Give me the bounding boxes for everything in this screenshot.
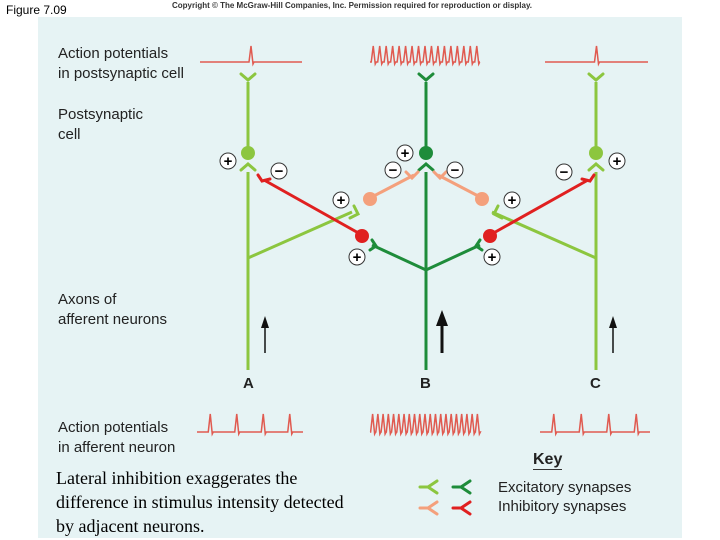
caption-text: Lateral inhibition exaggerates the diffe… — [56, 468, 344, 536]
plus-sign-b-left: + — [348, 248, 366, 266]
trace-postsynaptic-a — [200, 45, 302, 67]
synapse-top-c — [587, 72, 605, 82]
neuron-label-b: B — [420, 375, 431, 392]
svg-text:−: − — [389, 162, 398, 179]
svg-text:+: + — [401, 145, 410, 162]
svg-text:+: + — [508, 192, 517, 209]
synapse-inhibitory-b-left — [404, 170, 420, 181]
neuron-label-a: A — [243, 375, 254, 392]
svg-text:+: + — [353, 249, 362, 266]
interneuron-light-left — [363, 192, 377, 206]
plus-sign-b-right: + — [483, 248, 501, 266]
plus-sign-a-top: + — [219, 152, 237, 170]
label-ap-postsynaptic: Action potentials in postsynaptic cell — [58, 45, 184, 82]
afferent-axon-c — [491, 82, 598, 370]
svg-text:+: + — [488, 249, 497, 266]
interneuron-light-right — [475, 192, 489, 206]
synapse-inhibitory-a — [256, 173, 272, 183]
label-ap-afferent: Action potentials in afferent neuron — [58, 419, 176, 456]
synapse-excitatory-b — [417, 162, 435, 172]
figure-label: Figure 7.09 — [6, 3, 67, 17]
key-inhibitory-label: Inhibitory synapses — [498, 498, 627, 515]
synapse-inhibitory-c — [580, 173, 596, 183]
copyright-notice: Copyright © The McGraw-Hill Companies, I… — [172, 1, 533, 10]
synapse-top-a — [239, 72, 257, 82]
key-excitatory-dark-icon — [451, 479, 472, 495]
interneuron-pathways-light — [369, 173, 483, 200]
label-postsynaptic-cell: Postsynaptic cell — [58, 106, 144, 143]
plus-sign-interneuron-left: + — [332, 191, 350, 209]
label-afferent-axons: Axons of afferent neurons — [58, 291, 167, 328]
afferent-axon-b — [371, 82, 481, 370]
synapse-top-b — [417, 72, 435, 82]
synapse-light-to-interneuron-c — [491, 204, 504, 220]
minus-sign-c: − — [555, 163, 573, 181]
interneuron-red-right — [483, 229, 497, 243]
trace-afferent-b — [369, 413, 482, 437]
interneuron-red-left — [355, 229, 369, 243]
trace-afferent-c — [540, 413, 650, 437]
key-excitatory-label: Excitatory synapses — [498, 479, 632, 496]
minus-sign-b-left: − — [384, 161, 402, 179]
trace-postsynaptic-c — [545, 45, 648, 67]
svg-text:+: + — [224, 153, 233, 170]
svg-text:−: − — [560, 164, 569, 181]
svg-text:−: − — [451, 162, 460, 179]
trace-postsynaptic-b — [370, 45, 481, 67]
synapse-b-to-interneuron-right — [473, 238, 484, 252]
stimulus-arrow-c — [609, 316, 617, 353]
key-inhibitory-light-icon — [418, 500, 439, 516]
synapse-excitatory-c — [587, 162, 605, 172]
neuron-label-c: C — [590, 375, 601, 392]
svg-text:+: + — [337, 192, 346, 209]
postsynaptic-cell-b — [419, 146, 433, 160]
postsynaptic-cell-c — [589, 146, 603, 160]
synapse-inhibitory-b-right — [432, 170, 448, 181]
stimulus-arrow-a — [261, 316, 269, 353]
postsynaptic-cell-a — [241, 146, 255, 160]
minus-sign-a: − — [270, 162, 288, 180]
synapse-excitatory-a — [239, 162, 257, 172]
inhibitory-axons — [263, 178, 589, 237]
stimulus-arrow-b — [436, 310, 448, 353]
svg-text:−: − — [275, 163, 284, 180]
plus-sign-interneuron-right: + — [503, 191, 521, 209]
key-excitatory-light-icon — [418, 479, 439, 495]
minus-sign-b-right: − — [446, 161, 464, 179]
plus-sign-b-top: + — [396, 144, 414, 162]
trace-afferent-a — [197, 413, 303, 437]
synapse-light-to-interneuron-a — [348, 204, 361, 220]
key-title: Key — [533, 451, 563, 470]
plus-sign-c-top: + — [608, 152, 626, 170]
diagram-panel — [38, 17, 682, 538]
synapse-b-to-interneuron-left — [368, 238, 379, 252]
svg-text:+: + — [613, 153, 622, 170]
key-inhibitory-red-icon — [451, 500, 472, 516]
